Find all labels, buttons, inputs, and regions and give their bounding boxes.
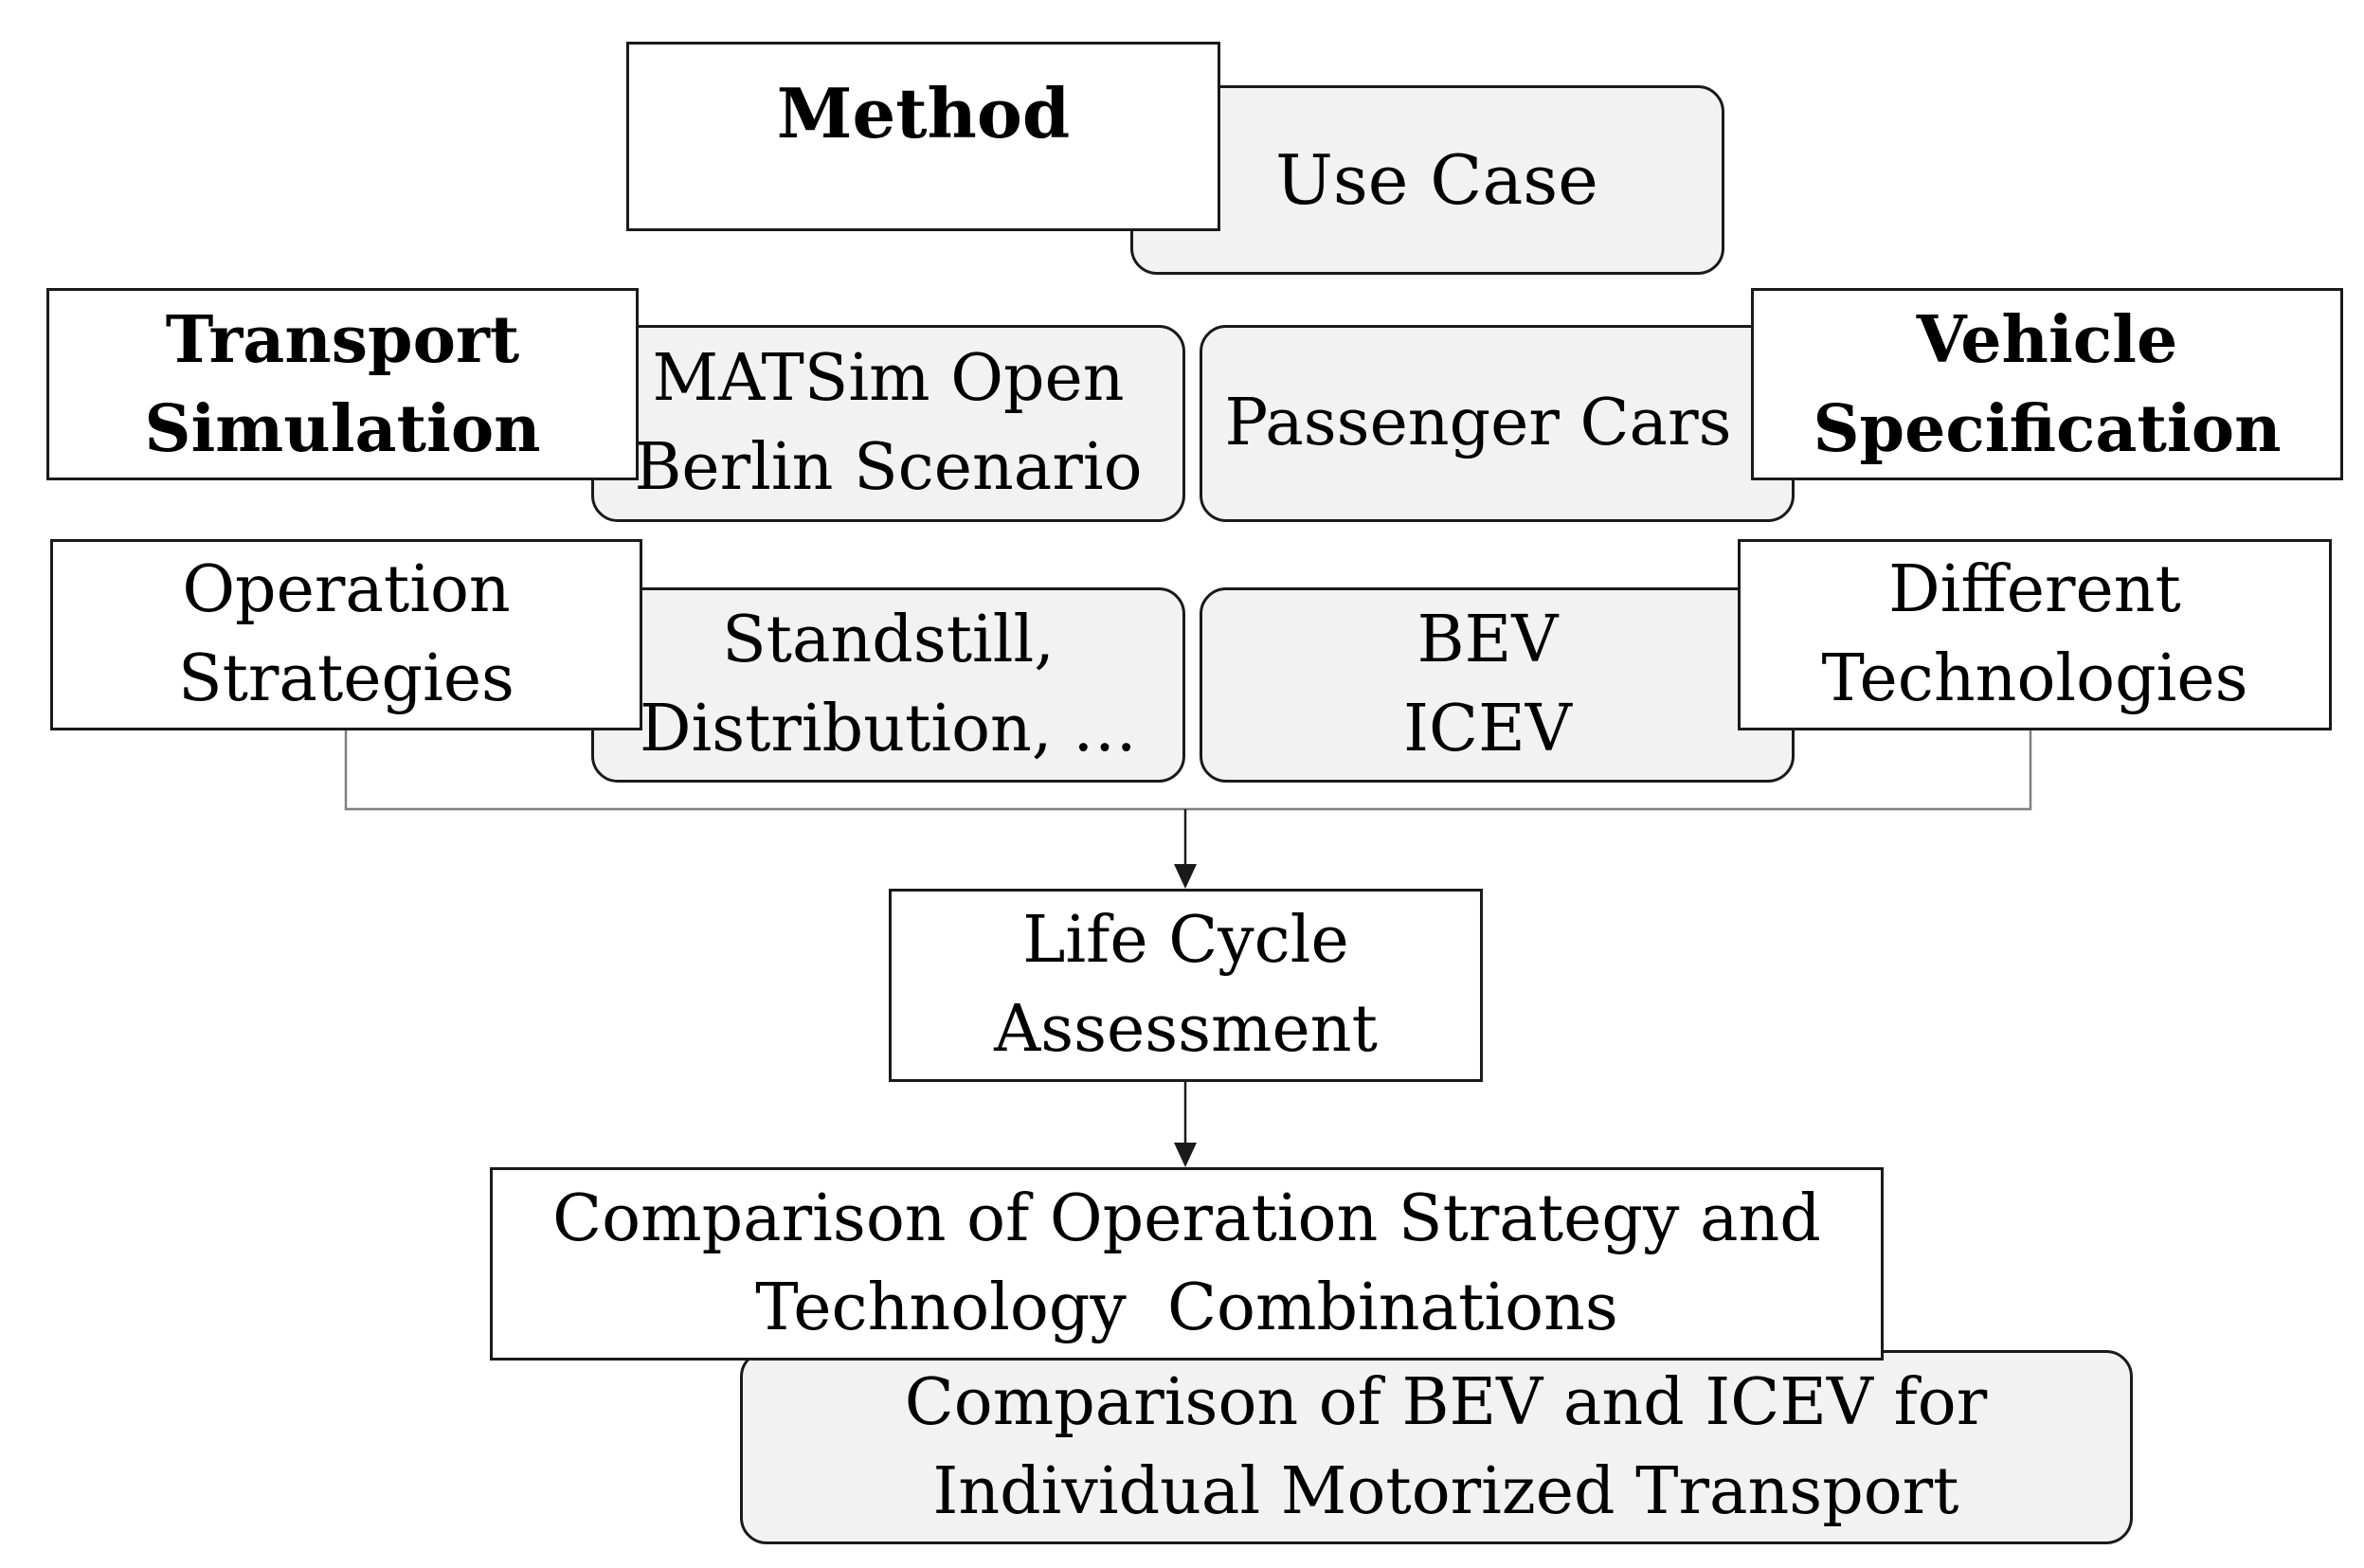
different-technologies-box: Different Technologies: [1738, 539, 2332, 730]
lca-label-line1: Life Cycle: [1022, 903, 1349, 978]
method-header-label: Method: [776, 73, 1071, 153]
standstill-label-line2: Distribution, …: [639, 692, 1138, 766]
arrowhead-to-lca: [1174, 864, 1197, 889]
different-technologies-label-line1: Different: [1888, 552, 2181, 627]
life-cycle-assessment-box: Life Cycle Assessment: [889, 889, 1483, 1082]
lca-label-line2: Assessment: [994, 992, 1378, 1067]
merge-connector: [344, 730, 2032, 811]
operation-strategies-label-line1: Operation: [182, 552, 511, 627]
arrowhead-to-comparison: [1174, 1143, 1197, 1167]
standstill-distribution-box: Standstill, Distribution, …: [591, 587, 1185, 783]
comparison-bev-icev-line2: Individual Motorized Transport: [932, 1453, 1959, 1529]
passenger-cars-box: Passenger Cars: [1200, 325, 1795, 522]
vehicle-specification-box: Vehicle Specification: [1751, 288, 2343, 480]
standstill-label-line1: Standstill,: [722, 603, 1055, 677]
method-header-box: Method: [626, 42, 1220, 231]
comparison-bev-icev-line1: Comparison of BEV and ICEV for: [904, 1364, 1988, 1440]
matsim-scenario-box: MATSim Open Berlin Scenario: [591, 325, 1185, 522]
passenger-cars-label: Passenger Cars: [1224, 386, 1732, 460]
vehicle-specification-label-line1: Vehicle: [1916, 301, 2178, 378]
bev-label: BEV: [1417, 603, 1559, 677]
use-case-header-box: Use Case: [1130, 85, 1724, 275]
different-technologies-label-line2: Technologies: [1821, 641, 2248, 716]
vehicle-specification-label-line2: Specification: [1813, 390, 2282, 467]
transport-simulation-label-line1: Transport: [165, 301, 520, 378]
comparison-bev-icev-box: Comparison of BEV and ICEV for Individua…: [740, 1350, 2133, 1544]
matsim-label-line2: Berlin Scenario: [634, 430, 1143, 505]
operation-strategies-box: Operation Strategies: [50, 539, 642, 730]
comparison-operation-line1: Comparison of Operation Strategy and: [552, 1181, 1821, 1256]
transport-simulation-box: Transport Simulation: [46, 288, 639, 480]
matsim-label-line1: MATSim Open: [652, 341, 1125, 416]
operation-strategies-label-line2: Strategies: [178, 641, 514, 716]
bev-icev-box: BEV ICEV: [1200, 587, 1795, 783]
use-case-header-label: Use Case: [1275, 140, 1598, 220]
comparison-operation-technology-box: Comparison of Operation Strategy and Tec…: [490, 1167, 1884, 1361]
transport-simulation-label-line2: Simulation: [144, 390, 541, 467]
comparison-operation-line2: Technology Combinations: [755, 1271, 1618, 1345]
icev-label: ICEV: [1403, 692, 1572, 766]
